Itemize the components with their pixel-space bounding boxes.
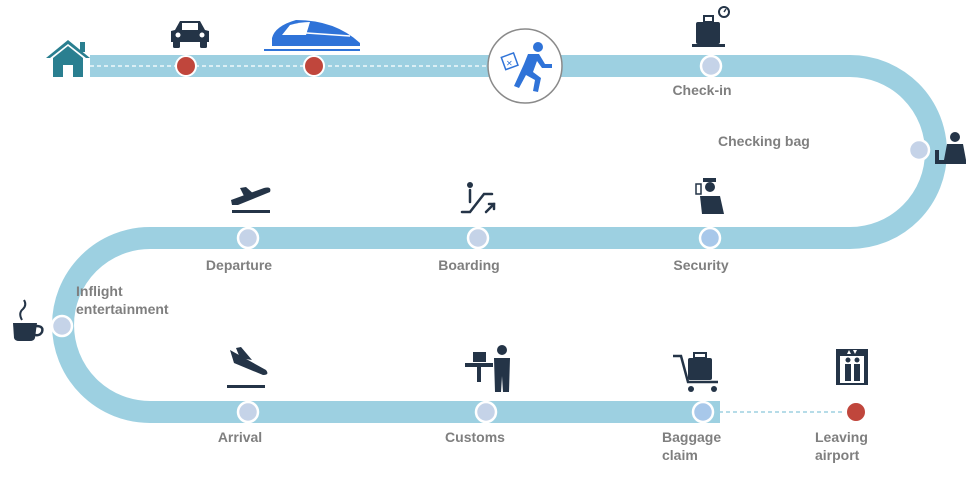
- coffee-cup-icon: [13, 299, 44, 341]
- dot-checking-bag: [907, 138, 931, 162]
- check-in-agent-icon: [935, 132, 966, 164]
- dot-arrival: [236, 400, 260, 424]
- train-icon: [264, 20, 360, 51]
- label-boarding: Boarding: [438, 257, 500, 273]
- label-baggage-claim: Baggage claim: [662, 429, 722, 463]
- label-checking-bag: Checking bag: [718, 133, 810, 149]
- label-departure: Departure: [205, 257, 273, 273]
- escalator-icon: [460, 182, 496, 214]
- elevator-icon: [836, 349, 868, 385]
- step-dots: [50, 54, 931, 424]
- label-leaving-airport: Leaving airport: [815, 429, 868, 463]
- suitcase-icon: [692, 6, 730, 47]
- luggage-cart-icon: [673, 352, 718, 392]
- label-security: Security: [673, 257, 729, 273]
- dot-security: [698, 226, 722, 250]
- car-icon: [171, 21, 209, 48]
- dot-boarding: [466, 226, 490, 250]
- house-icon: [46, 40, 90, 77]
- journey-track: [52, 55, 947, 423]
- label-inflight-entertainment: Inflight entertainment: [76, 283, 169, 317]
- security-officer-icon: [695, 178, 724, 214]
- dot-car: [175, 55, 197, 77]
- svg-text:✕: ✕: [506, 59, 513, 68]
- dot-inflight: [50, 314, 74, 338]
- dot-baggage: [691, 400, 715, 424]
- dot-leaving: [845, 401, 867, 423]
- dot-train: [303, 55, 325, 77]
- dot-customs: [474, 400, 498, 424]
- running-traveler-icon: ✕: [500, 42, 552, 92]
- dot-departure: [236, 226, 260, 250]
- label-customs: Customs: [445, 429, 505, 445]
- customs-officer-icon: [465, 345, 510, 392]
- label-arrival: Arrival: [217, 429, 263, 445]
- label-check-in: Check-in: [672, 82, 732, 98]
- dot-checkin: [699, 54, 723, 78]
- plane-arrival-icon: [227, 347, 268, 388]
- plane-departure-icon: [231, 187, 271, 213]
